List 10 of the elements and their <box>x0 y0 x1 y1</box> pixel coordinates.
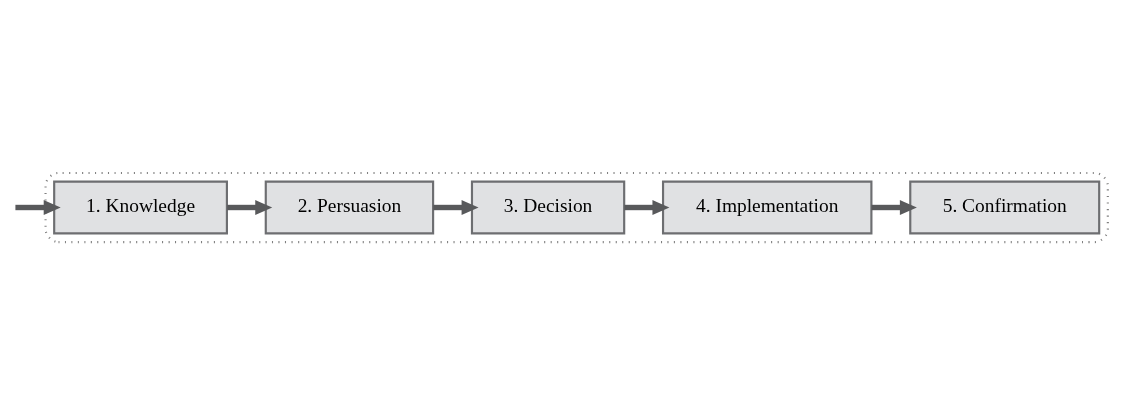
arrow <box>15 200 61 215</box>
arrow <box>871 200 917 215</box>
node-box: 3. Decision <box>470 180 626 235</box>
node-box: 5. Confirmation <box>909 180 1101 235</box>
arrow <box>433 200 479 215</box>
node-box: 2. Persuasion <box>264 180 435 235</box>
arrow <box>624 200 670 215</box>
node-box: 1. Knowledge <box>53 180 228 235</box>
node-box: 4. Implementation <box>661 180 873 235</box>
arrow <box>227 200 273 215</box>
